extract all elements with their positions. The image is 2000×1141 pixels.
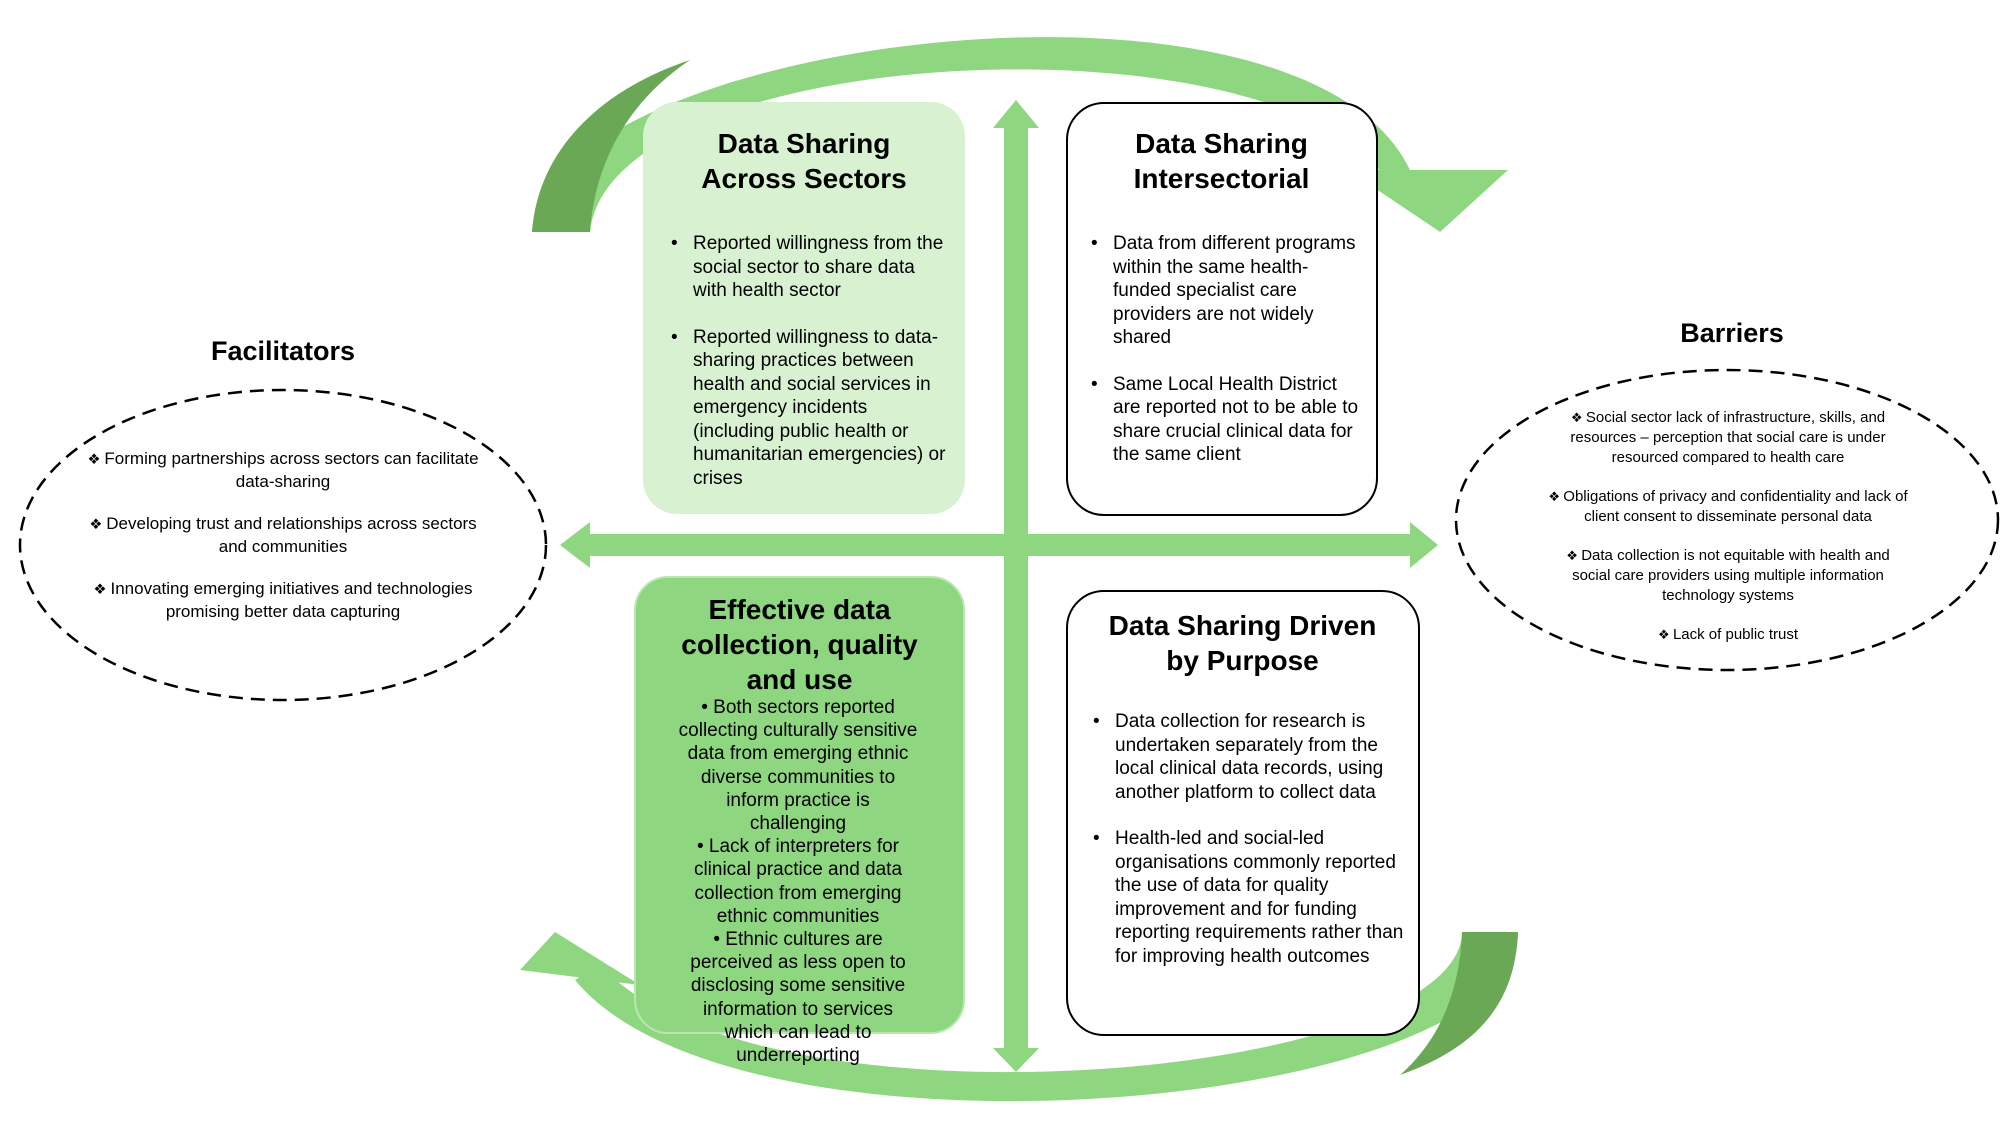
list-item: Lack of interpreters for clinical practi… bbox=[678, 835, 918, 928]
facilitators-item-text: Forming partnerships across sectors can … bbox=[104, 449, 479, 491]
barriers-item: Lack of public trust bbox=[1548, 625, 1908, 645]
quadrant-intersectorial: Data Sharing Intersectorial Data from di… bbox=[1066, 102, 1378, 516]
quadrant-effective-data-title: Effective data collection, quality and u… bbox=[636, 592, 963, 697]
top-curved-arrow-head bbox=[1348, 170, 1508, 232]
quadrant-across-sectors-list: Reported willingness from the social sec… bbox=[653, 232, 948, 490]
facilitators-item: Developing trust and relationships acros… bbox=[80, 513, 486, 558]
barriers-title: Barriers bbox=[1680, 318, 1784, 348]
list-item-text: Both sectors reported collecting cultura… bbox=[678, 697, 918, 835]
horizontal-axis-head-left bbox=[560, 522, 590, 568]
barriers-item-text: Data collection is not equitable with he… bbox=[1572, 547, 1890, 604]
vertical-axis-shaft bbox=[1004, 125, 1028, 1055]
facilitators-item: Forming partnerships across sectors can … bbox=[80, 448, 486, 493]
top-curved-arrow-dark-side bbox=[532, 60, 690, 232]
facilitators-item-text: Developing trust and relationships acros… bbox=[106, 514, 477, 556]
list-item: Reported willingness from the social sec… bbox=[671, 232, 948, 303]
horizontal-axis-head-right bbox=[1410, 522, 1438, 568]
list-item: Data collection for research is undertak… bbox=[1093, 710, 1405, 804]
barriers-list: Social sector lack of infrastructure, sk… bbox=[1548, 408, 1908, 645]
quadrant-driven-by-purpose-title: Data Sharing Driven by Purpose bbox=[1068, 608, 1417, 678]
title-line: collection, quality bbox=[681, 629, 918, 660]
top-curved-arrow bbox=[532, 37, 1508, 232]
list-item: Ethnic cultures are perceived as less op… bbox=[678, 928, 918, 1067]
quadrant-effective-data: Effective data collection, quality and u… bbox=[634, 576, 965, 1066]
list-item: Data from different programs within the … bbox=[1091, 232, 1361, 350]
facilitators-title: Facilitators bbox=[210, 336, 356, 366]
list-item-text: Lack of interpreters for clinical practi… bbox=[693, 836, 903, 927]
title-line: Data Sharing bbox=[1135, 128, 1308, 159]
barriers-item: Social sector lack of infrastructure, sk… bbox=[1548, 408, 1908, 468]
horizontal-axis-shaft bbox=[585, 534, 1415, 556]
top-curved-arrow-shaft bbox=[532, 37, 1410, 232]
title-line: Effective data bbox=[708, 594, 891, 625]
facilitators-item-text: Innovating emerging initiatives and tech… bbox=[110, 579, 473, 621]
vertical-axis-head-bottom bbox=[993, 1048, 1039, 1072]
barriers-item-text: Lack of public trust bbox=[1672, 626, 1799, 643]
barriers-item: Data collection is not equitable with he… bbox=[1548, 546, 1908, 606]
title-line: and use bbox=[746, 664, 853, 695]
barriers-item: Obligations of privacy and confidentiali… bbox=[1548, 487, 1908, 527]
list-item-text: Ethnic cultures are perceived as less op… bbox=[690, 929, 906, 1067]
title-line: by Purpose bbox=[1166, 645, 1319, 676]
list-item: Both sectors reported collecting cultura… bbox=[678, 696, 918, 835]
quadrant-across-sectors-title: Data Sharing Across Sectors bbox=[643, 126, 965, 196]
quadrant-intersectorial-list: Data from different programs within the … bbox=[1073, 232, 1361, 467]
bottom-curved-arrow-head bbox=[520, 932, 640, 985]
list-item: Same Local Health District are reported … bbox=[1091, 373, 1361, 467]
quadrant-across-sectors: Data Sharing Across Sectors Reported wil… bbox=[643, 102, 965, 514]
quadrant-driven-by-purpose: Data Sharing Driven by Purpose Data coll… bbox=[1066, 590, 1420, 1036]
facilitators-item: Innovating emerging initiatives and tech… bbox=[80, 578, 486, 623]
barriers-item-text: Obligations of privacy and confidentiali… bbox=[1563, 488, 1908, 525]
vertical-axis-arrow bbox=[993, 100, 1039, 1072]
title-line: Data Sharing bbox=[717, 128, 891, 159]
vertical-axis-head-top bbox=[993, 100, 1039, 128]
title-line: Data Sharing Driven bbox=[1108, 610, 1377, 641]
quadrant-driven-by-purpose-list: Data collection for research is undertak… bbox=[1075, 710, 1405, 968]
list-item: Reported willingness to data-sharing pra… bbox=[671, 326, 948, 491]
quadrant-effective-data-list: Both sectors reported collecting cultura… bbox=[678, 696, 918, 1067]
title-line: Across Sectors bbox=[701, 163, 907, 194]
bottom-curved-arrow-dark-side bbox=[1400, 932, 1518, 1075]
horizontal-axis-arrow bbox=[560, 522, 1438, 568]
facilitators-list: Forming partnerships across sectors can … bbox=[80, 448, 486, 623]
barriers-item-text: Social sector lack of infrastructure, sk… bbox=[1570, 409, 1886, 466]
quadrant-intersectorial-title: Data Sharing Intersectorial bbox=[1068, 126, 1375, 196]
title-line: Intersectorial bbox=[1133, 163, 1310, 194]
list-item: Health-led and social-led organisations … bbox=[1093, 827, 1405, 968]
